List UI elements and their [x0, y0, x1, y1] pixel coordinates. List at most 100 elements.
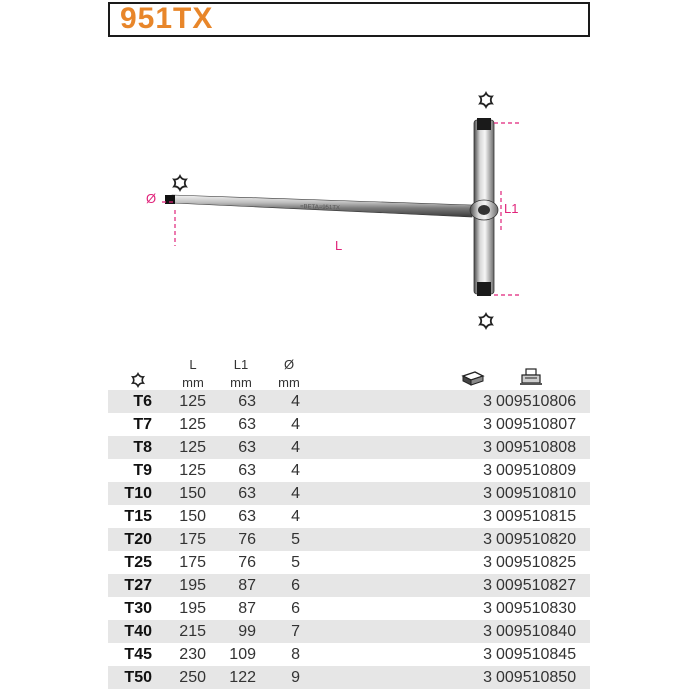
diameter-header-unit: mm	[278, 375, 300, 390]
article-code-cell: 009510840	[496, 623, 577, 640]
wrench-t-handle	[469, 118, 499, 296]
l1-cell: 87	[238, 600, 256, 617]
diameter-cell: 4	[291, 462, 300, 479]
diameter-cell: 5	[291, 531, 300, 548]
quantity-cell: 3	[483, 416, 492, 433]
quantity-cell: 3	[483, 531, 492, 548]
diameter-cell: 4	[291, 393, 300, 410]
diameter-column-header: Ø mm	[274, 358, 304, 390]
torx-icon	[130, 371, 146, 389]
l1-cell: 76	[238, 554, 256, 571]
diameter-cell: 4	[291, 485, 300, 502]
l1-cell: 76	[238, 531, 256, 548]
l1-cell: 63	[238, 508, 256, 525]
torx-size-cell: T7	[133, 416, 152, 433]
diameter-cell: 5	[291, 554, 300, 571]
l1-column-header: L1 mm	[226, 358, 256, 390]
article-code-cell: 009510820	[496, 531, 577, 548]
length-cell: 125	[179, 416, 206, 433]
code-column-header	[518, 368, 544, 389]
quantity-cell: 3	[483, 485, 492, 502]
article-code-cell: 009510815	[496, 508, 577, 525]
l1-cell: 63	[238, 439, 256, 456]
page-title: 951TX	[120, 2, 214, 35]
article-code-cell: 009510809	[496, 462, 577, 479]
diameter-cell: 4	[291, 416, 300, 433]
article-code-cell: 009510827	[496, 577, 577, 594]
torx-size-cell: T25	[124, 554, 152, 571]
quantity-cell: 3	[483, 577, 492, 594]
l1-cell: 63	[238, 462, 256, 479]
length-cell: 230	[179, 646, 206, 663]
length-cell: 125	[179, 462, 206, 479]
article-code-cell: 009510850	[496, 669, 577, 686]
torx-size-cell: T50	[124, 669, 152, 686]
l1-header-unit: mm	[230, 375, 252, 390]
torx-icon	[479, 313, 493, 329]
l1-cell: 87	[238, 577, 256, 594]
diameter-cell: 7	[291, 623, 300, 640]
length-cell: 195	[179, 600, 206, 617]
title-box: 951TX	[108, 2, 590, 37]
length-cell: 175	[179, 531, 206, 548]
l1-cell: 99	[238, 623, 256, 640]
dimension-lines	[162, 122, 522, 296]
length-cell: 195	[179, 577, 206, 594]
article-code-cell: 009510830	[496, 600, 577, 617]
torx-size-cell: T30	[124, 600, 152, 617]
quantity-cell: 3	[483, 508, 492, 525]
length-cell: 215	[179, 623, 206, 640]
torx-icon	[479, 92, 493, 108]
diameter-cell: 4	[291, 508, 300, 525]
length-cell: 150	[179, 485, 206, 502]
diameter-header-label: Ø	[283, 357, 295, 372]
cash-register-icon	[520, 368, 542, 385]
diameter-cell: 6	[291, 577, 300, 594]
torx-size-cell: T45	[124, 646, 152, 663]
svg-text:=BETA=951TX: =BETA=951TX	[300, 204, 340, 211]
quantity-cell: 3	[483, 669, 492, 686]
article-code-cell: 009510825	[496, 554, 577, 571]
torx-size-cell: T6	[133, 393, 152, 410]
quantity-cell: 3	[483, 393, 492, 410]
length-header-label: L	[189, 357, 197, 372]
length-cell: 125	[179, 439, 206, 456]
l1-cell: 63	[238, 485, 256, 502]
torx-size-cell: T10	[124, 485, 152, 502]
quantity-cell: 3	[483, 646, 492, 663]
article-code-cell: 009510807	[496, 416, 577, 433]
diameter-cell: 9	[291, 669, 300, 686]
article-code-cell: 009510810	[496, 485, 577, 502]
article-code-cell: 009510845	[496, 646, 577, 663]
quantity-column-header	[460, 370, 486, 389]
torx-icon	[173, 175, 187, 191]
quantity-cell: 3	[483, 554, 492, 571]
diameter-cell: 4	[291, 439, 300, 456]
torx-size-cell: T27	[124, 577, 152, 594]
l1-cell: 63	[238, 416, 256, 433]
diameter-label: Ø	[146, 191, 157, 206]
torx-size-cell: T8	[133, 439, 152, 456]
length-header-unit: mm	[182, 375, 204, 390]
t-handle-wrench-drawing: =BETA=951TX	[162, 92, 522, 329]
length-column-header: L mm	[178, 358, 208, 390]
length-cell: 175	[179, 554, 206, 571]
tool-box-icon	[461, 371, 485, 386]
l1-cell: 63	[238, 393, 256, 410]
quantity-cell: 3	[483, 439, 492, 456]
l1-cell: 122	[229, 669, 256, 686]
l1-cell: 109	[229, 646, 256, 663]
diameter-cell: 8	[291, 646, 300, 663]
